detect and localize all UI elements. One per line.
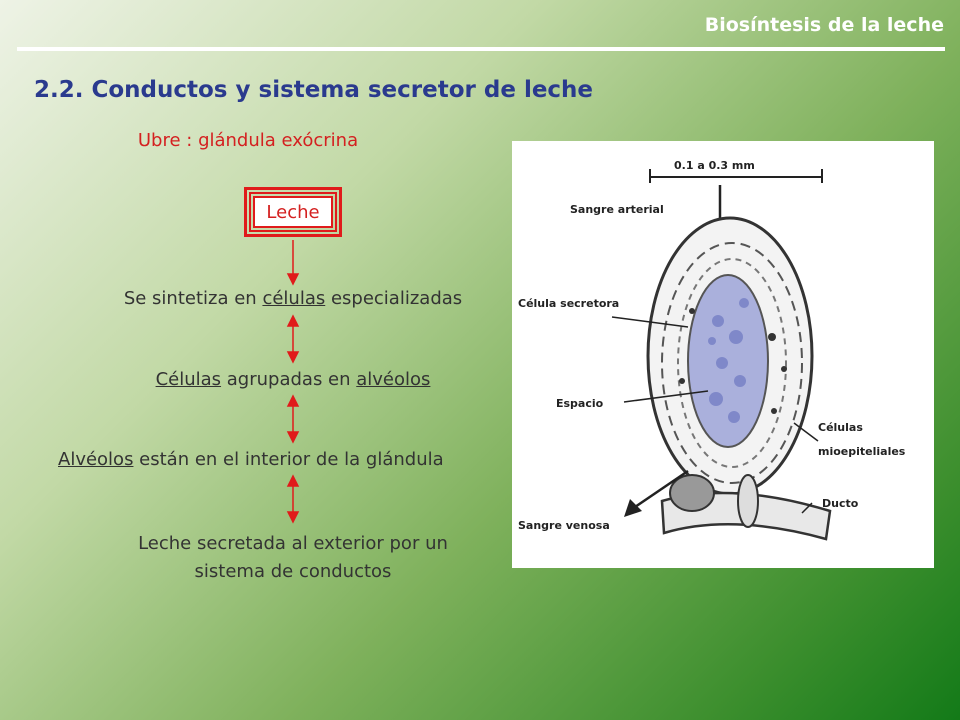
section-title: 2.2. Conductos y sistema secretor de lec…: [34, 77, 594, 103]
label-sangre-venosa: Sangre venosa: [518, 519, 610, 532]
step-3: Alvéolos están en el interior de la glán…: [58, 449, 444, 470]
label-celulas-mioepiteliales-2: mioepiteliales: [818, 445, 906, 458]
alveolus-lumen: [687, 274, 769, 448]
step-2: Células agrupadas en alvéolos: [155, 369, 431, 390]
label-sangre-arterial: Sangre arterial: [570, 203, 664, 216]
leche-box-label: Leche: [253, 196, 333, 228]
leche-box: Leche: [244, 187, 342, 237]
header-divider: [17, 47, 945, 51]
label-celula-secretora: Célula secretora: [518, 297, 619, 310]
label-espacio: Espacio: [556, 397, 604, 410]
header-title: Biosíntesis de la leche: [704, 14, 944, 36]
scale-label: 0.1 a 0.3 mm: [674, 159, 755, 172]
label-ducto: Ducto: [822, 497, 859, 510]
label-celulas-mioepiteliales-1: Células: [818, 421, 863, 434]
arrow-down-1-head: [286, 273, 300, 286]
subtitle: Ubre : glándula exócrina: [137, 130, 359, 151]
step-1: Se sintetiza en células especializadas: [123, 288, 463, 309]
alveolus-diagram: 0.1 a 0.3 mm: [512, 141, 934, 568]
